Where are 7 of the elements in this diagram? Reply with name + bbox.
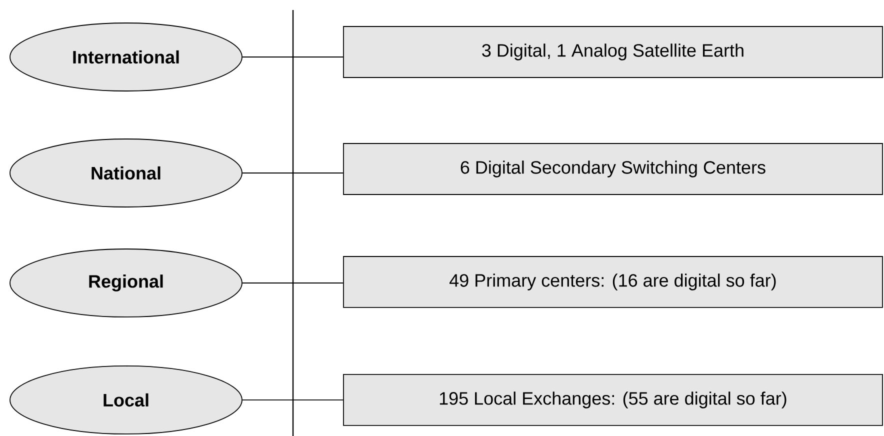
description-box: 6 Digital Secondary Switching Centers <box>343 143 883 195</box>
connector-line <box>242 56 344 58</box>
connector-line <box>242 282 344 284</box>
connector-line <box>242 172 344 174</box>
description-box: 49 Primary centers: (16 are digital so far) <box>343 256 883 308</box>
description-box: 195 Local Exchanges: (55 are digital so far) <box>343 374 883 426</box>
description-box: 3 Digital, 1 Analog Satellite Earth <box>343 26 883 78</box>
